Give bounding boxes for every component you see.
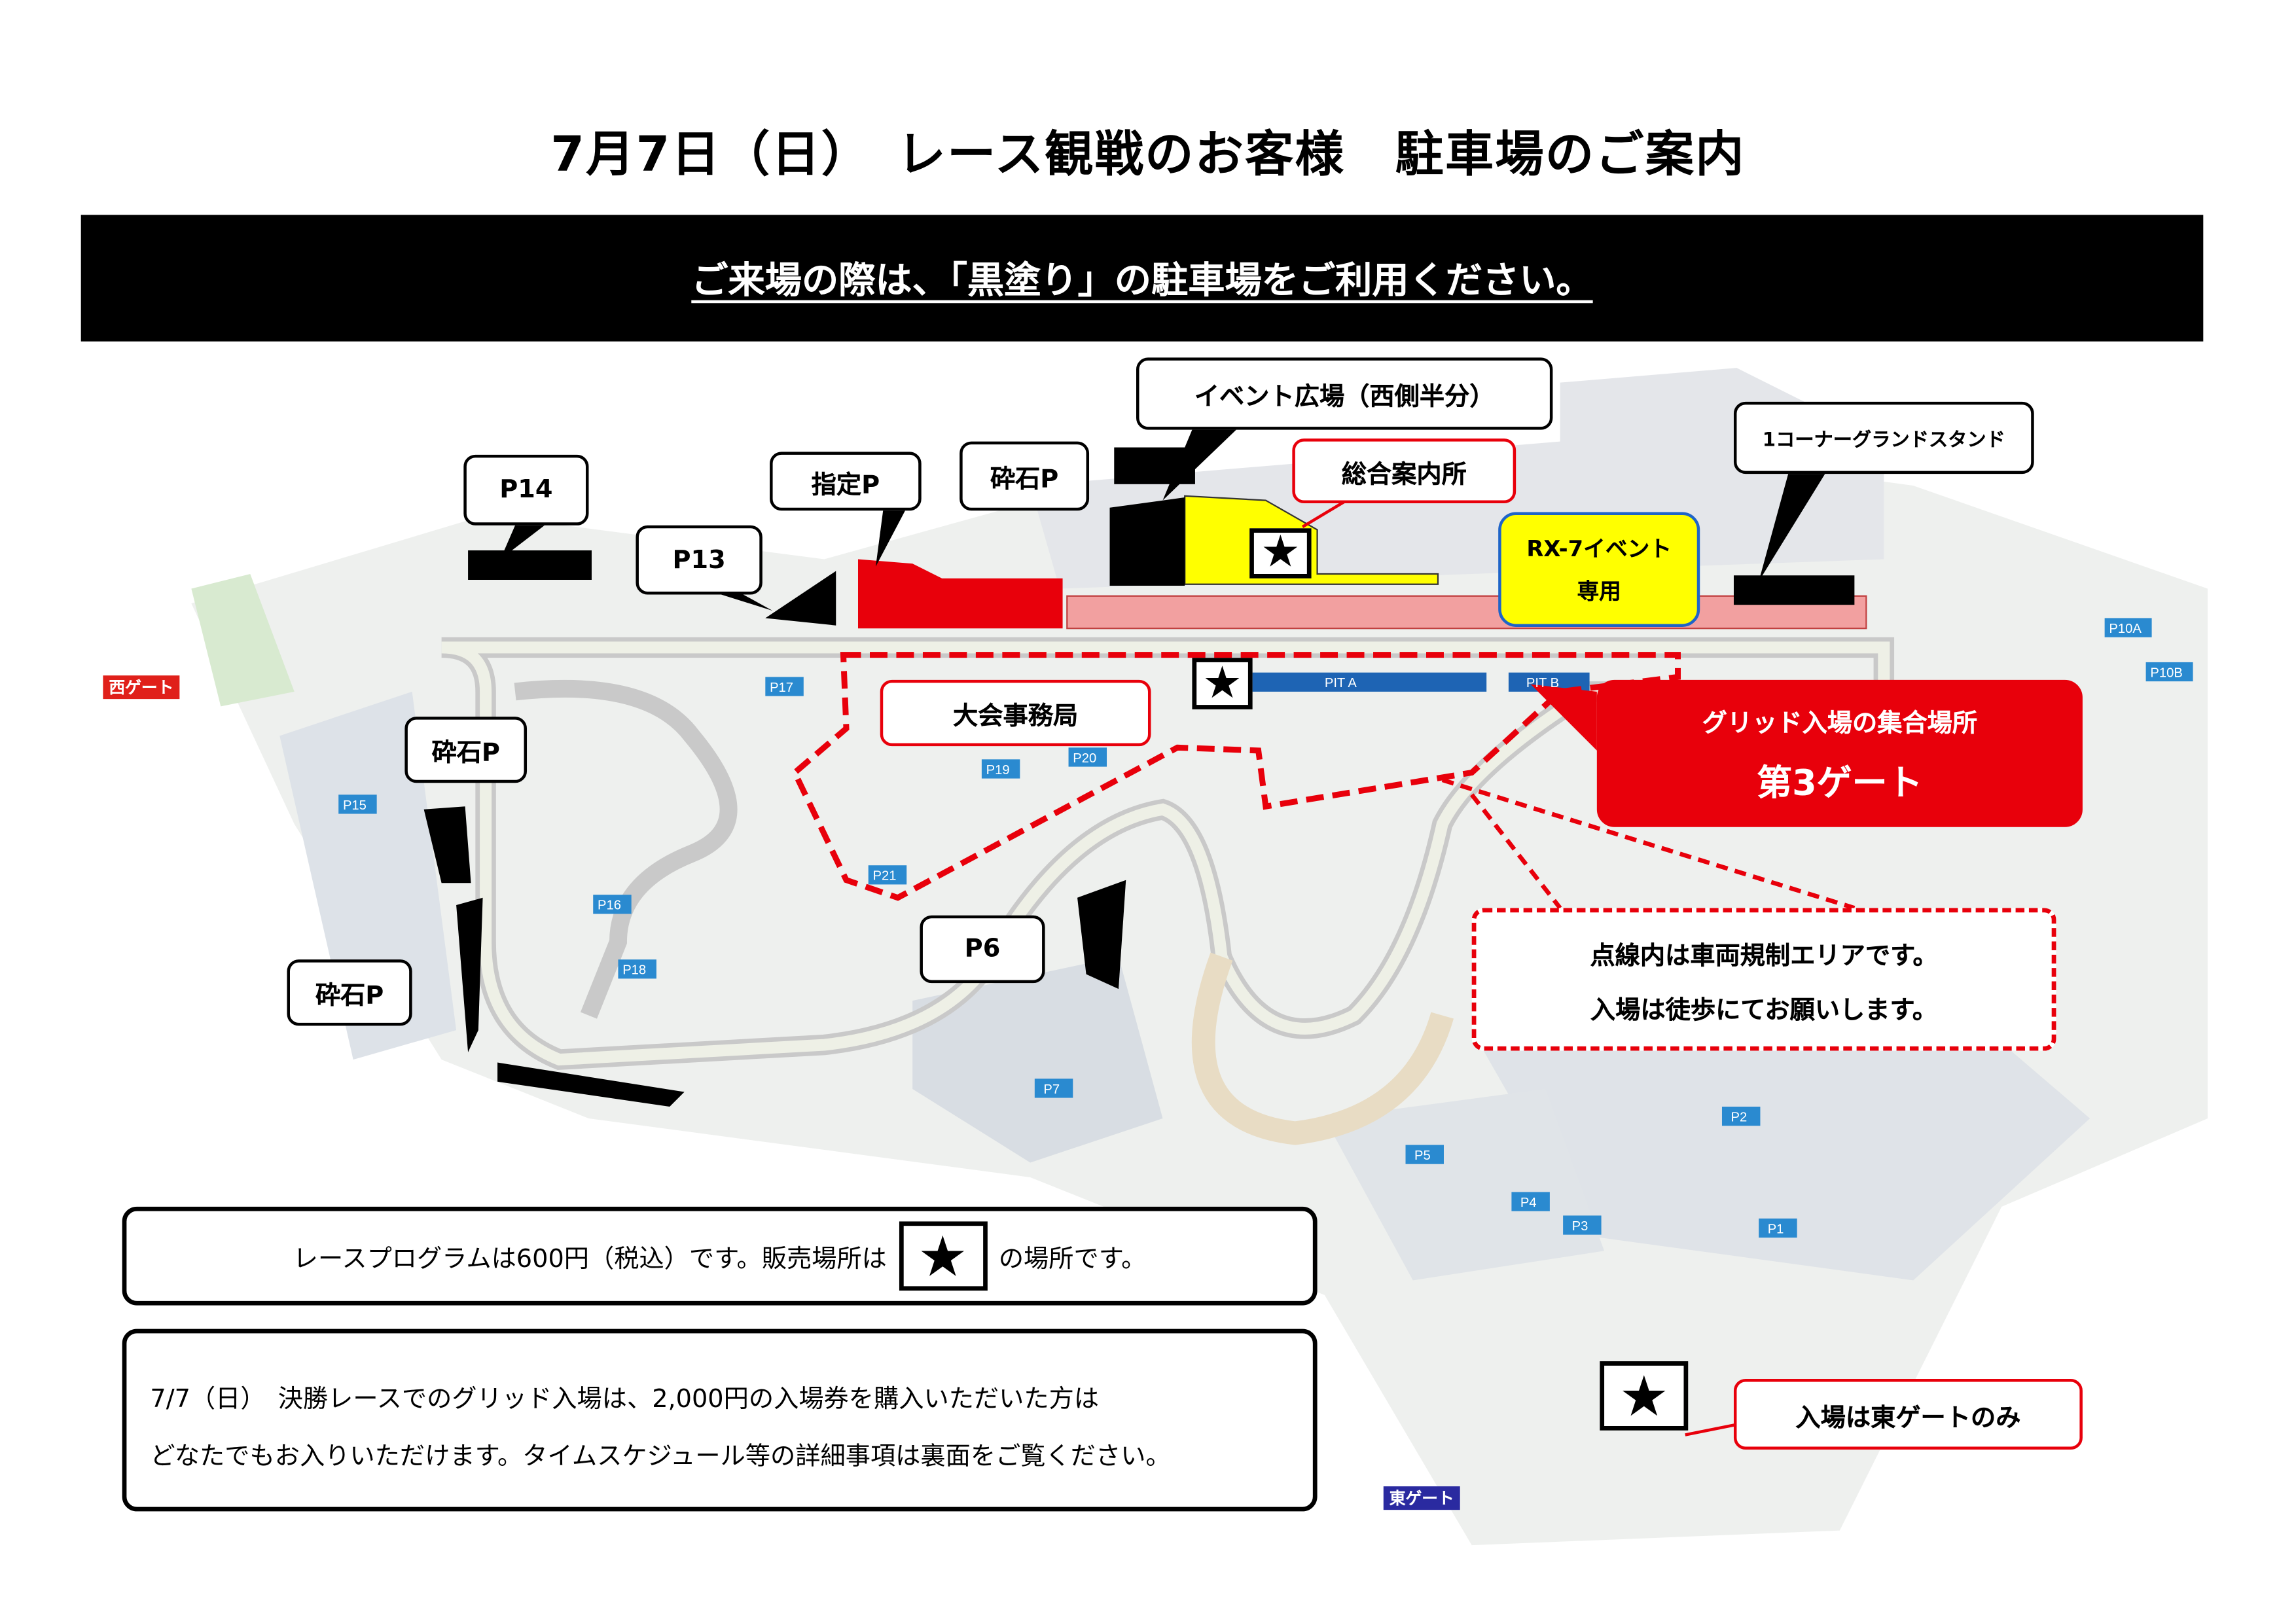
grid-gathering-callout: グリッド入場の集合場所 第3ゲート <box>1596 679 2083 827</box>
restricted-line1: 点線内は車両規制エリアです。 <box>1590 941 1938 971</box>
map-label-p10b: P10B <box>2150 666 2182 680</box>
event-plaza-callout: イベント広場（西側半分） <box>1136 357 1553 430</box>
map-label-p10a: P10A <box>2109 622 2142 636</box>
map-label-p1: P1 <box>1768 1222 1784 1236</box>
saiseki-lower-callout: 砕石P <box>287 959 412 1026</box>
restricted-line2: 入場は徒歩にてお願いします。 <box>1590 995 1938 1026</box>
map-label-p3: P3 <box>1572 1219 1588 1234</box>
map-label-pit-b: PIT B <box>1526 676 1559 690</box>
info-center-callout: 総合案内所 <box>1292 438 1516 504</box>
program-note-box: レースプログラムは600円（税込）です。販売場所は ★ の場所です。 <box>122 1206 1318 1306</box>
star-icon: ★ <box>898 1221 987 1291</box>
map-label-p7: P7 <box>1043 1082 1060 1097</box>
program-note-after: の場所です。 <box>998 1245 1147 1275</box>
grid-note-line1: 7/7（日） 決勝レースでのグリッド入場は、2,000円の入場券を購入いただいた… <box>150 1385 1100 1415</box>
corner1-stand-callout: 1コーナーグランドスタンド <box>1733 401 2034 474</box>
map-label-p21: P21 <box>872 869 896 883</box>
star-icon: ★ <box>1249 528 1312 579</box>
shitei-p-callout: 指定P <box>770 452 922 511</box>
map-label-p5: P5 <box>1414 1149 1431 1163</box>
page-title: 7月7日（日） レース観戦のお客様 駐車場のご案内 <box>550 125 1746 183</box>
saiseki-top-callout: 砕石P <box>960 441 1090 511</box>
race-office-callout: 大会事務局 <box>880 679 1151 747</box>
p14-callout: P14 <box>463 454 589 526</box>
grid-note-line2: どなたでもお入りいただけます。タイムスケジュール等の詳細事項は裏面をご覧ください… <box>150 1442 1171 1472</box>
east-gate-label: 東ゲート <box>1383 1486 1460 1510</box>
east-gate-only-callout: 入場は東ゲートのみ <box>1733 1379 2083 1450</box>
p6-callout: P6 <box>920 915 1045 984</box>
star-icon: ★ <box>1192 658 1253 709</box>
map-label-p19: P19 <box>986 763 1010 777</box>
notice-banner: ご来場の際は、「黒塗り」の駐車場をご利用ください。 <box>81 215 2204 342</box>
map-label-p4: P4 <box>1520 1196 1537 1210</box>
grid-line2: 第3ゲート <box>1757 762 1923 804</box>
map-label-p17: P17 <box>770 681 793 695</box>
rx7-event-callout: RX-7イベント 専用 <box>1498 512 1700 627</box>
map-label-p20: P20 <box>1073 751 1096 766</box>
p13-callout: P13 <box>636 525 762 595</box>
map-label-p2: P2 <box>1731 1111 1747 1125</box>
banner-text: ご来場の際は、「黒塗り」の駐車場をご利用ください。 <box>691 259 1593 302</box>
grid-line1: グリッド入場の集合場所 <box>1702 709 1978 739</box>
rx7-line1: RX-7イベント <box>1526 535 1672 563</box>
grid-note-box: 7/7（日） 決勝レースでのグリッド入場は、2,000円の入場券を購入いただいた… <box>122 1329 1318 1512</box>
program-note-before: レースプログラムは600円（税込）です。販売場所は <box>293 1245 887 1275</box>
map-label-p16: P16 <box>598 899 621 913</box>
map-label-p15: P15 <box>343 798 367 813</box>
restricted-area-callout: 点線内は車両規制エリアです。 入場は徒歩にてお願いします。 <box>1471 908 2056 1051</box>
map-label-pit-a: PIT A <box>1325 676 1357 690</box>
west-gate-label: 西ゲート <box>103 675 180 700</box>
map-label-p18: P18 <box>622 963 646 978</box>
rx7-line2: 専用 <box>1577 578 1621 605</box>
saiseki-left-callout: 砕石P <box>404 717 528 783</box>
star-icon: ★ <box>1600 1361 1689 1431</box>
